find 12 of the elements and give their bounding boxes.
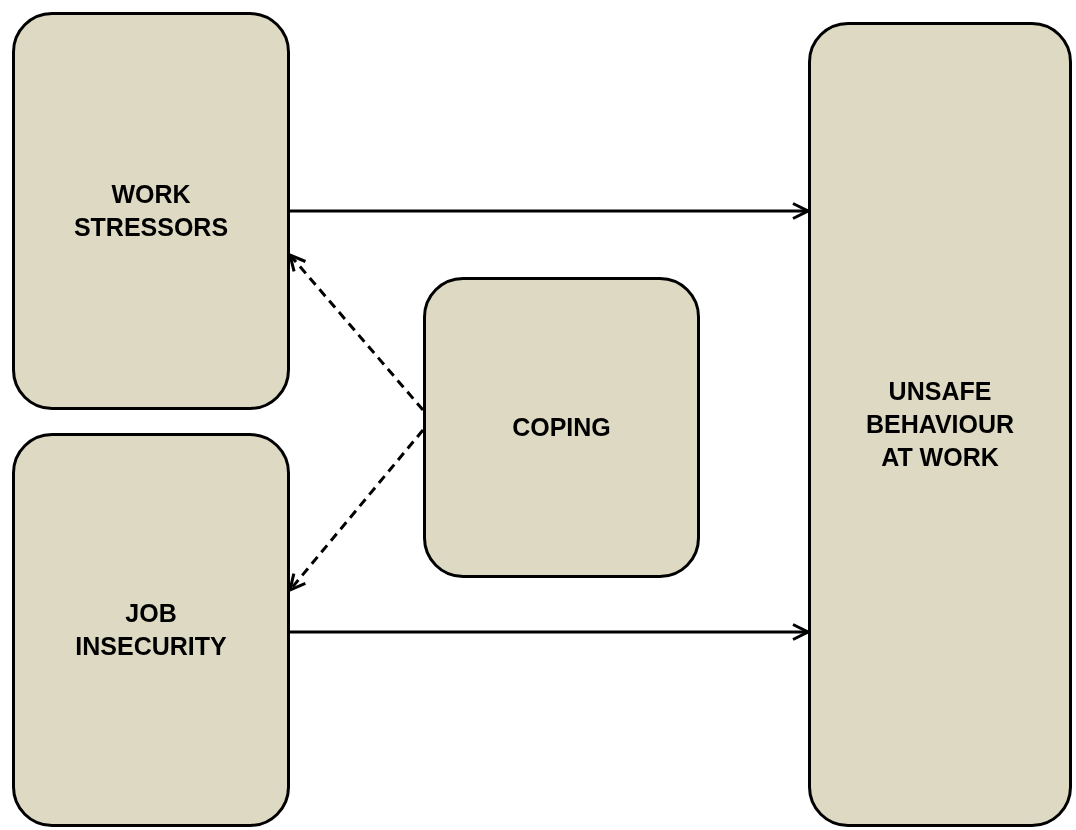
rounded-box <box>12 433 290 827</box>
rounded-box <box>423 277 700 578</box>
arrow <box>290 623 810 641</box>
arrow <box>288 253 425 411</box>
arrow <box>288 429 425 592</box>
box-label: JOB INSECURITY <box>74 598 228 662</box>
arrow <box>290 202 810 220</box>
rounded-box <box>808 22 1072 827</box>
box-label: WORK STRESSORS <box>72 179 230 243</box>
rounded-box <box>12 12 290 410</box>
box-label: COPING <box>512 412 611 443</box>
box-label: UNSAFE BEHAVIOUR AT WORK <box>864 376 1016 473</box>
